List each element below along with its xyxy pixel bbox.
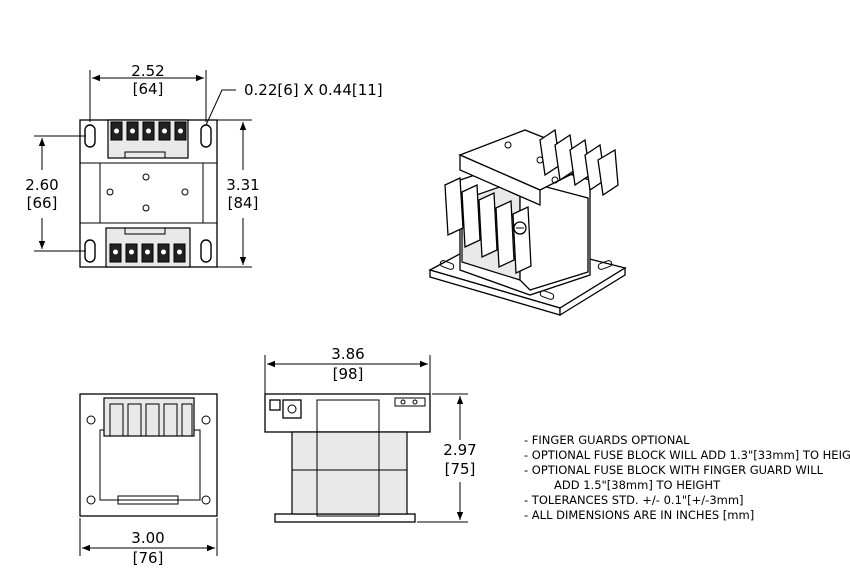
slot-size-label: 0.22[6] X 0.44[11] [244, 81, 383, 99]
outer-height-mm: [84] [228, 194, 259, 212]
note-line: - OPTIONAL FUSE BLOCK WITH FINGER GUARD … [524, 463, 824, 477]
front-width-mm: [76] [133, 549, 164, 567]
top-width-in: 2.52 [131, 62, 164, 80]
top-view [34, 70, 252, 268]
side-view [264, 355, 468, 523]
side-height-in: 2.97 [443, 441, 476, 459]
notes-block: - FINGER GUARDS OPTIONAL - OPTIONAL FUSE… [524, 433, 850, 522]
side-width-in: 3.86 [331, 345, 364, 363]
inner-height-in: 2.60 [25, 176, 58, 194]
top-width-mm: [64] [133, 80, 164, 98]
note-line: - TOLERANCES STD. +/- 0.1"[+/-3mm] [524, 493, 744, 507]
inner-height-mm: [66] [27, 194, 58, 212]
outer-height-in: 3.31 [226, 176, 259, 194]
front-view [79, 393, 218, 556]
side-width-mm: [98] [333, 365, 364, 383]
isometric-view [428, 128, 627, 317]
note-line: - FINGER GUARDS OPTIONAL [524, 433, 690, 447]
front-width-in: 3.00 [131, 529, 164, 547]
note-line: - ALL DIMENSIONS ARE IN INCHES [mm] [524, 508, 754, 522]
side-height-mm: [75] [445, 460, 476, 478]
note-line: ADD 1.5"[38mm] TO HEIGHT [554, 478, 721, 492]
note-line: - OPTIONAL FUSE BLOCK WILL ADD 1.3"[33mm… [524, 448, 850, 462]
